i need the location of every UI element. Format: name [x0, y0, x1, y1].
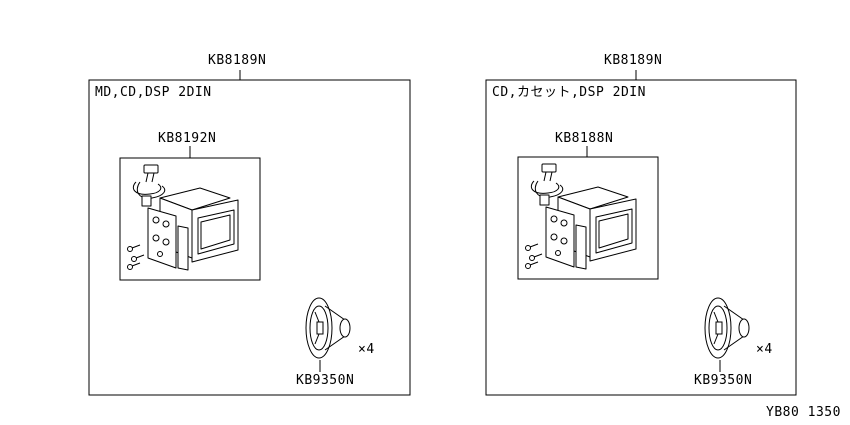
unit-part-number: KB8192N — [158, 131, 217, 146]
kit-part-number: KB8189N — [208, 53, 267, 68]
unit-part-number: KB8188N — [555, 131, 614, 146]
panel-title: CD,カセット,DSP 2DIN — [492, 85, 646, 100]
speaker-quantity: ×4 — [358, 342, 375, 357]
panel-right — [485, 70, 797, 396]
speaker-quantity: ×4 — [756, 342, 773, 357]
panel-title: MD,CD,DSP 2DIN — [95, 85, 212, 100]
speaker-part-number: KB9350N — [296, 373, 355, 388]
panel-left — [88, 70, 411, 396]
kit-part-number: KB8189N — [604, 53, 663, 68]
speaker-part-number: KB9350N — [694, 373, 753, 388]
figure-code: YB80 1350 — [766, 405, 841, 420]
